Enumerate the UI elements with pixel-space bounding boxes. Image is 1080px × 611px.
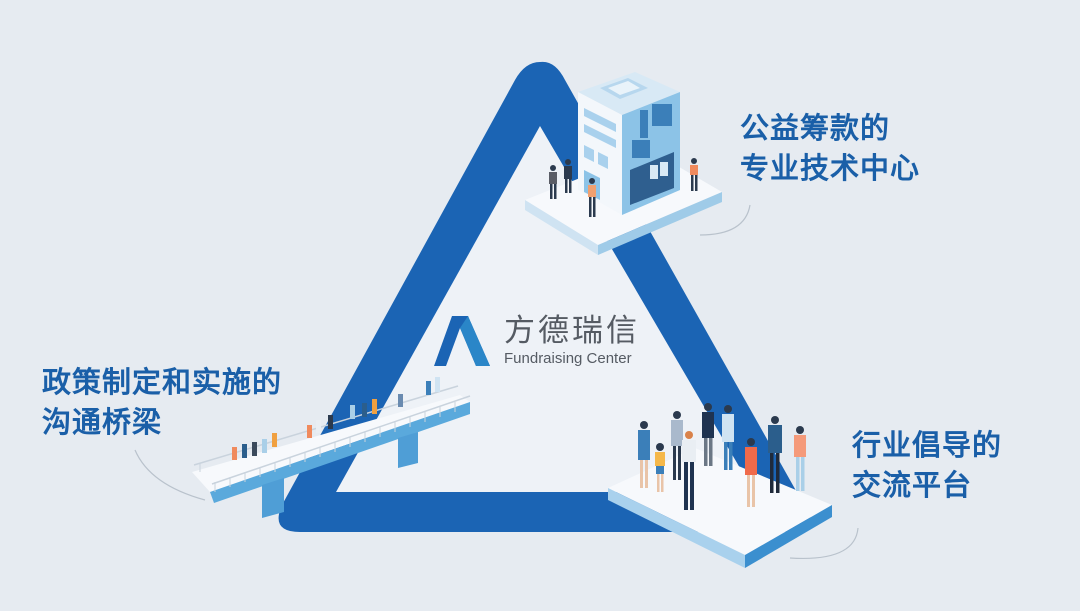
- connector-curve-top: [699, 204, 751, 236]
- node-label-technical-center: 公益筹款的 专业技术中心: [740, 108, 920, 188]
- node-label-line2: 沟通桥梁: [42, 405, 163, 439]
- brand-name-cn: 方德瑞信: [504, 313, 640, 349]
- brand-logo: 方德瑞信 Fundraising Center: [432, 312, 640, 370]
- brand-mark-icon: [434, 316, 490, 366]
- discussion-platform-illustration: [608, 403, 832, 568]
- connector-curve-left: [134, 449, 206, 501]
- bridge-illustration: [192, 377, 471, 518]
- brand-name-en: Fundraising Center: [504, 350, 632, 367]
- node-label-line2: 专业技术中心: [740, 151, 921, 185]
- node-label-line1: 政策制定和实施的: [42, 365, 283, 399]
- node-label-line1: 公益筹款的: [740, 111, 891, 145]
- connector-curve-bottom: [789, 527, 859, 560]
- node-label-line1: 行业倡导的: [852, 428, 1003, 462]
- node-label-advocacy-platform: 行业倡导的 交流平台: [852, 425, 1002, 505]
- office-building-illustration: [525, 72, 722, 255]
- brand-text: 方德瑞信 Fundraising Center: [504, 313, 640, 369]
- node-label-line2: 交流平台: [852, 468, 973, 502]
- node-label-policy-bridge: 政策制定和实施的 沟通桥梁: [42, 362, 282, 442]
